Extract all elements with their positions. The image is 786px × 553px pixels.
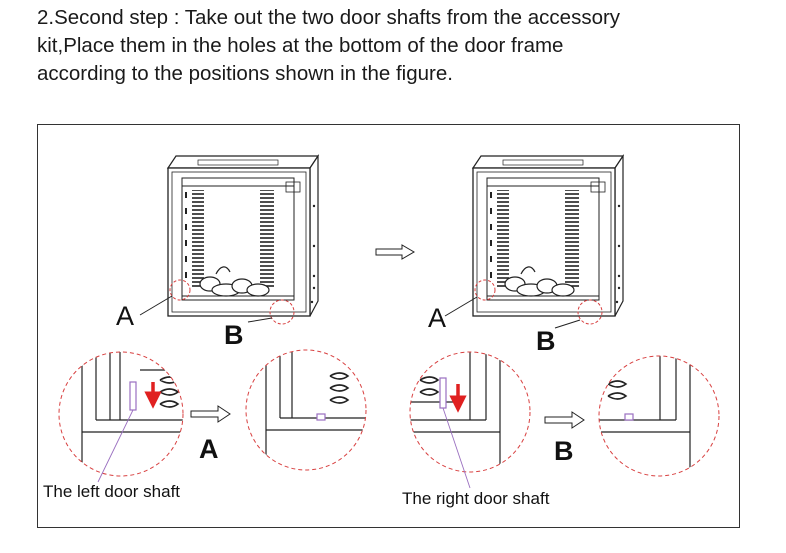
left-door-shaft [129,381,137,411]
hinge-a-marker-right [474,279,496,301]
detail-right-insert [409,351,531,473]
detail-left-installed [245,349,367,471]
fireplace-after [472,155,624,317]
instruction-line-2: kit,Place them in the holes at the botto… [37,34,564,57]
hinge-a-marker-left [169,279,191,301]
figure-frame [37,124,740,528]
label-b-left: B [224,320,244,350]
instruction-text: 2.Second step : Take out the two door sh… [37,4,777,88]
right-shaft-caption: The right door shaft [402,489,550,508]
step-arrow-icon [375,244,415,260]
detail-left-insert [58,351,184,477]
detail-arrow-icon-right [544,411,585,429]
label-a-right: A [428,303,446,333]
right-door-shaft [439,377,447,409]
label-a-detail: A [199,434,219,464]
label-a-left: A [116,301,134,331]
instruction-line-1: 2.Second step : Take out the two door sh… [37,6,621,29]
left-shaft-caption: The left door shaft [43,482,180,501]
detail-right-installed [598,355,720,477]
instruction-line-3: according to the positions shown in the … [37,62,453,85]
hinge-b-marker-right [577,299,603,325]
hinge-b-marker-left [269,299,295,325]
fireplace-before [167,155,319,317]
detail-arrow-icon [190,405,231,423]
label-b-detail: B [554,436,574,466]
label-b-right: B [536,326,556,356]
